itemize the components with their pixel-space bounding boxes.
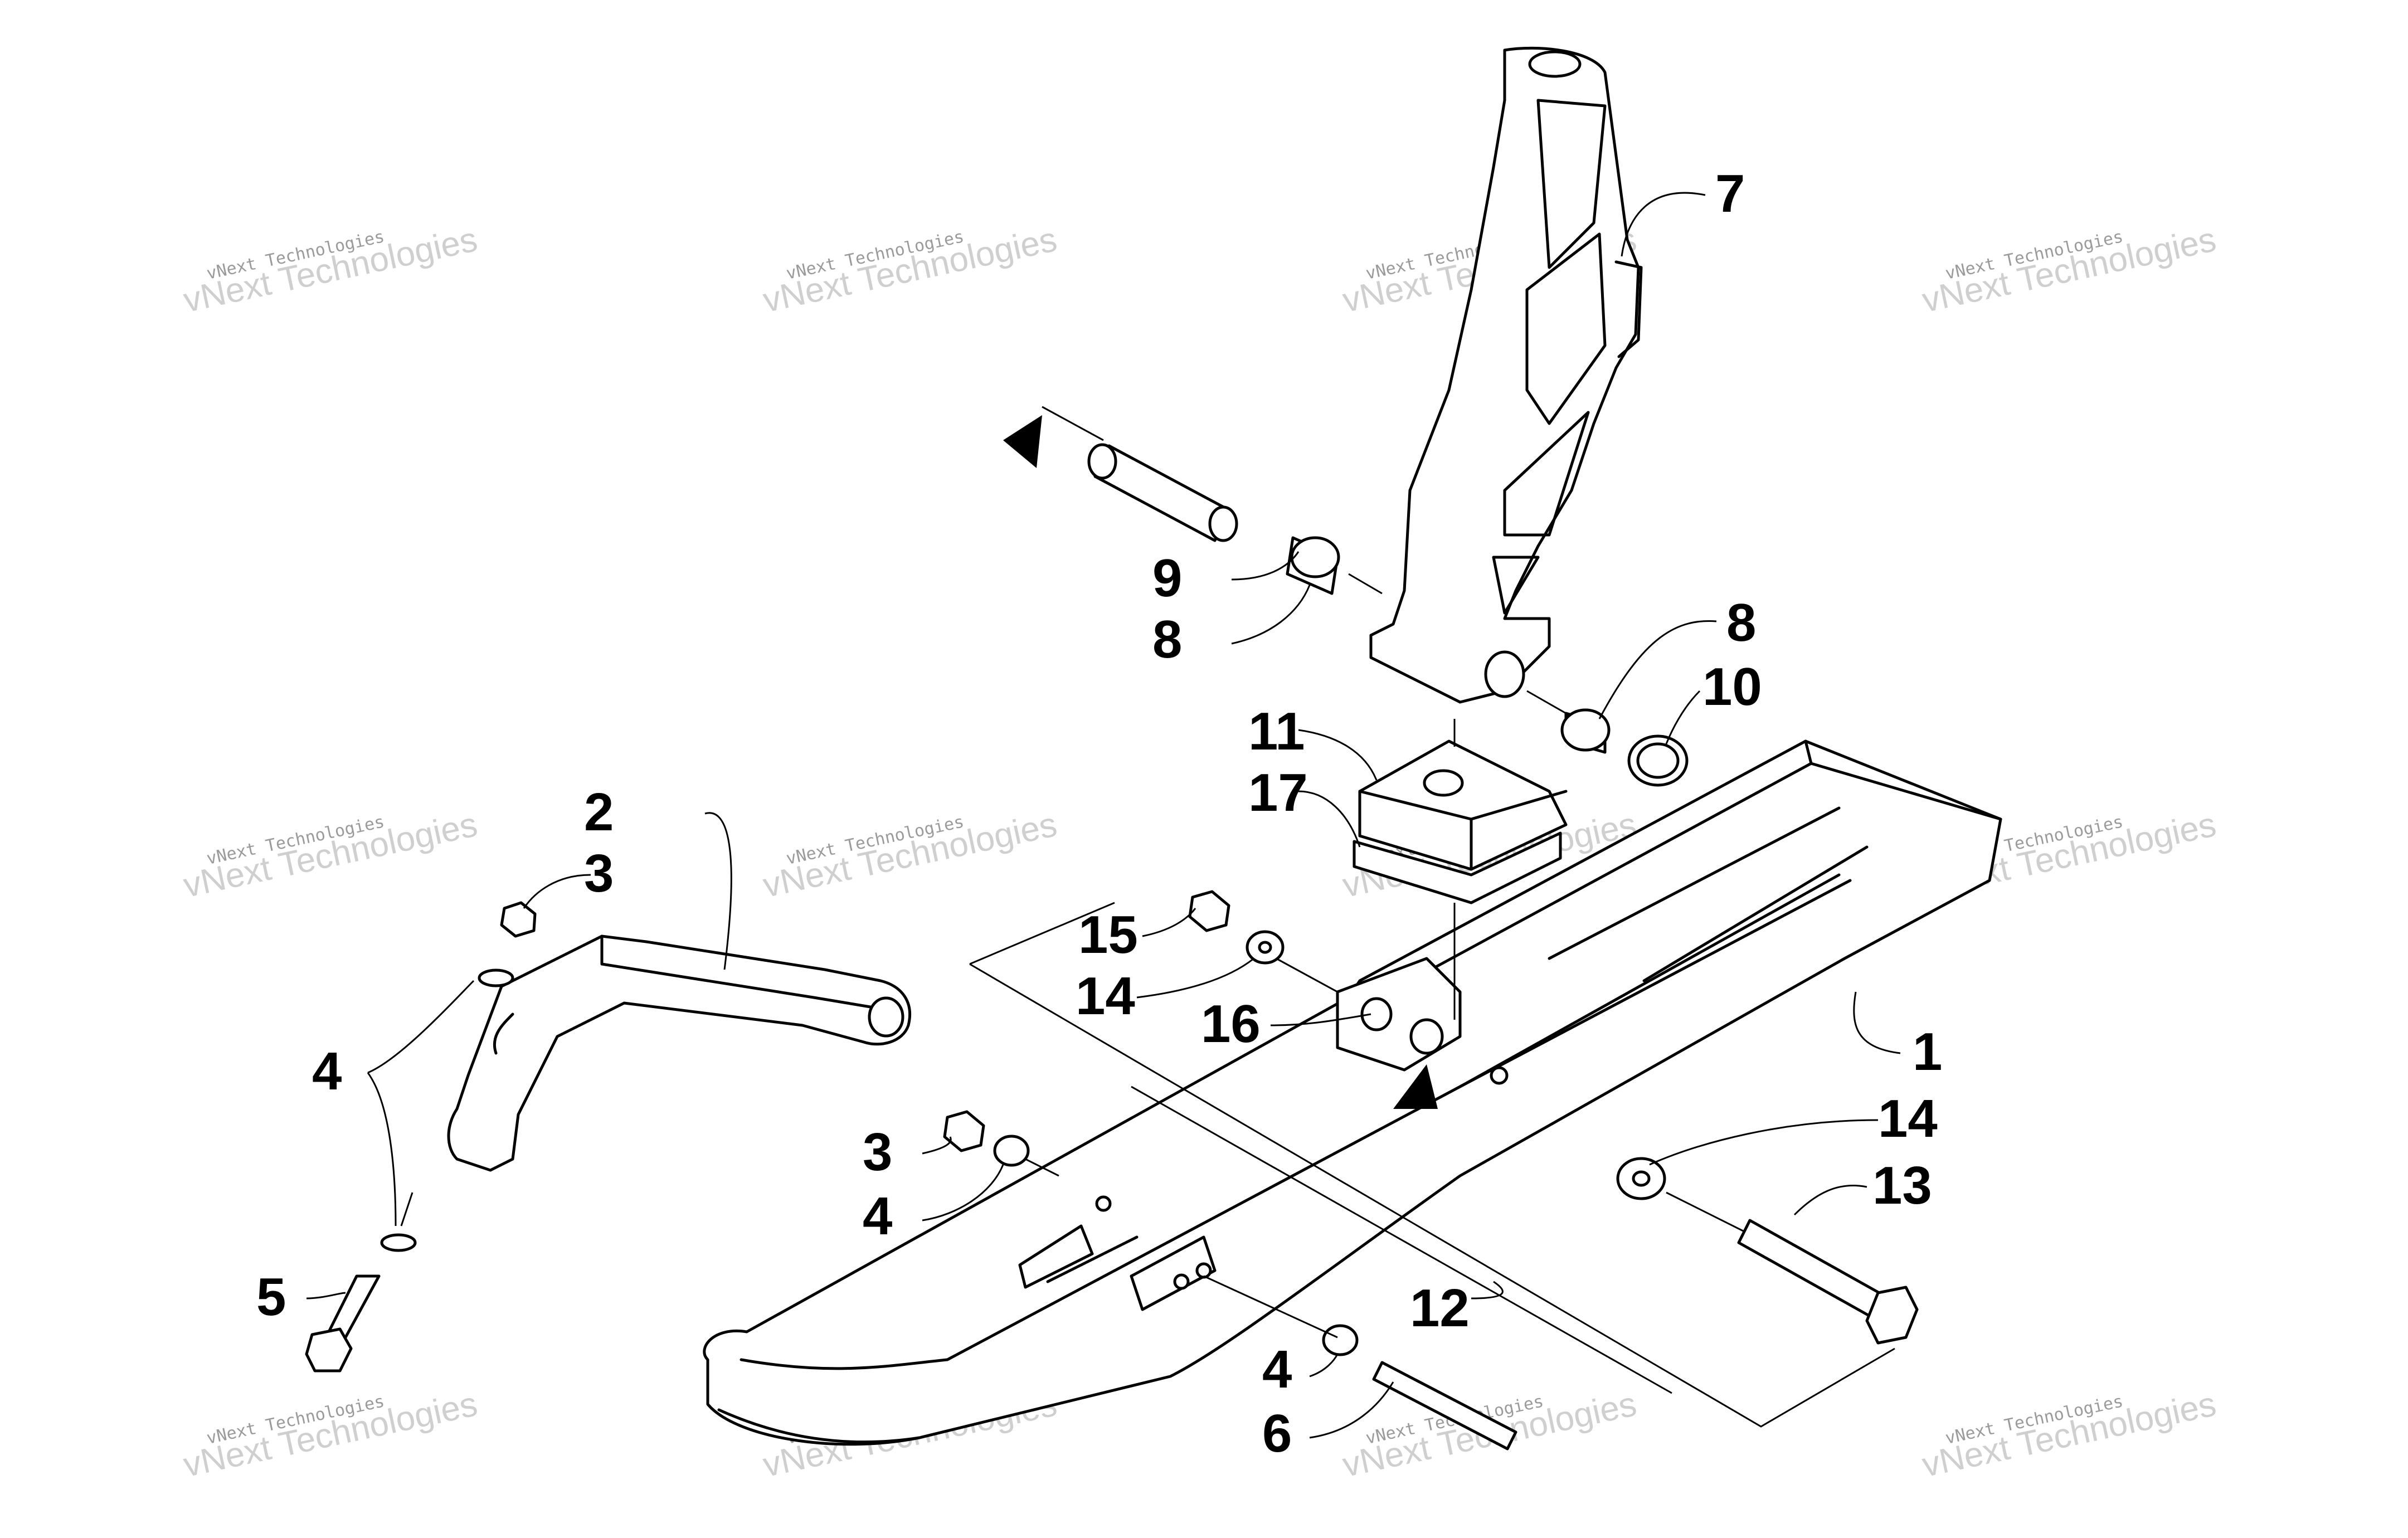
part-washer-10 <box>1627 734 1689 787</box>
watermark: vNext Technologies vNext Technologies <box>760 805 1060 905</box>
callout-13: 13 <box>1872 1156 1932 1215</box>
part-12-outline <box>969 902 1895 1428</box>
callout-6: 6 <box>1262 1404 1292 1463</box>
callout-3: 3 <box>863 1122 892 1182</box>
part-washer-4 <box>478 968 514 987</box>
arrow-marker-icon <box>1003 415 1042 468</box>
part-spindle <box>1369 46 1643 704</box>
watermark: vNext Technologies vNext Technologies <box>180 1385 480 1485</box>
part-washer-4 <box>1322 1324 1359 1356</box>
callout-17: 17 <box>1248 763 1308 822</box>
leader-lines <box>306 192 1901 1439</box>
watermark: vNext Technologies vNext Technologies <box>1919 220 2219 320</box>
part-bolt-5 <box>305 1274 381 1372</box>
part-pin <box>1042 406 1238 542</box>
callout-12: 12 <box>1410 1278 1470 1338</box>
callout-14: 14 <box>1878 1089 1938 1148</box>
callout-2: 2 <box>584 782 614 842</box>
part-bumper-block <box>1353 719 1568 904</box>
part-stud-6 <box>1372 1361 1517 1451</box>
arrow-marker-icon <box>1393 1064 1438 1109</box>
callout-4: 4 <box>1262 1340 1292 1399</box>
callout-8: 8 <box>1726 593 1756 653</box>
callout-15: 15 <box>1078 905 1138 965</box>
callout-7: 7 <box>1715 164 1745 223</box>
watermark: vNext Technologies vNext Technologies <box>180 220 480 320</box>
callout-5: 5 <box>256 1267 286 1327</box>
callout-4: 4 <box>312 1041 342 1101</box>
callout-1: 1 <box>1913 1022 1942 1082</box>
watermark: vNext Technologies vNext Technologies <box>1919 1385 2219 1485</box>
part-washer-4 <box>993 1135 1030 1167</box>
callout-9: 9 <box>1152 548 1182 608</box>
callout-8: 8 <box>1152 610 1182 669</box>
watermark: vNext Technologies vNext Technologies <box>760 220 1060 320</box>
callout-labels: 1 2 3 3 4 4 4 5 6 7 8 8 9 10 11 12 13 14… <box>256 164 1942 1463</box>
part-bushing-right <box>1526 690 1611 754</box>
part-nut-3 <box>943 1110 985 1152</box>
part-bushing-left <box>1286 536 1383 595</box>
callout-10: 10 <box>1702 657 1762 717</box>
part-bolt-13 <box>1666 1191 1919 1345</box>
callout-4: 4 <box>863 1186 892 1246</box>
part-nut-15 <box>1188 890 1230 932</box>
callout-14: 14 <box>1076 966 1135 1026</box>
part-bracket-arm <box>447 935 912 1172</box>
watermark: vNext Technologies vNext Technologies <box>180 805 480 905</box>
part-ski <box>703 739 2002 1446</box>
callout-11: 11 <box>1248 702 1305 761</box>
callout-16: 16 <box>1201 994 1261 1054</box>
part-washer-4 <box>380 1233 417 1252</box>
part-nut-3 <box>500 901 537 938</box>
callout-3: 3 <box>584 844 614 903</box>
